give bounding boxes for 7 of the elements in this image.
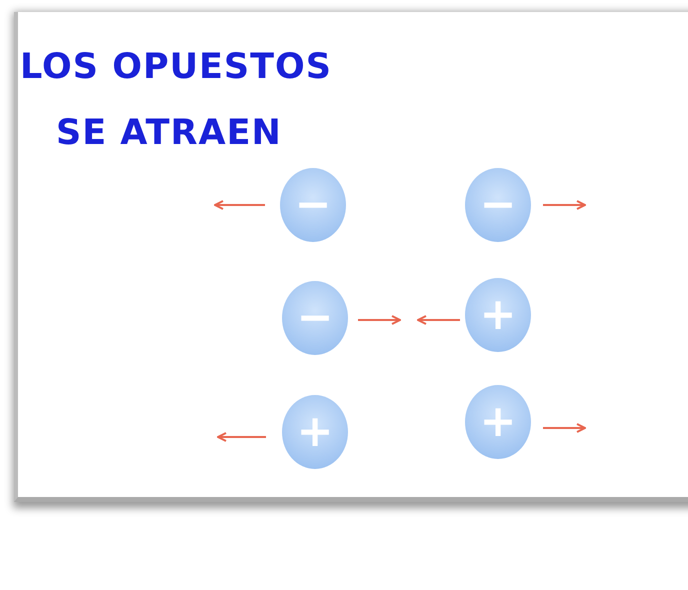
title: LOS OPUESTOS SE ATRAEN <box>20 46 333 155</box>
charge-sign: + <box>480 400 516 444</box>
charge-sign: − <box>294 183 332 227</box>
charge-sign: + <box>480 293 516 337</box>
charge-sign: − <box>296 296 334 340</box>
charge-sign: + <box>296 410 334 454</box>
charge-sign: − <box>480 183 516 227</box>
